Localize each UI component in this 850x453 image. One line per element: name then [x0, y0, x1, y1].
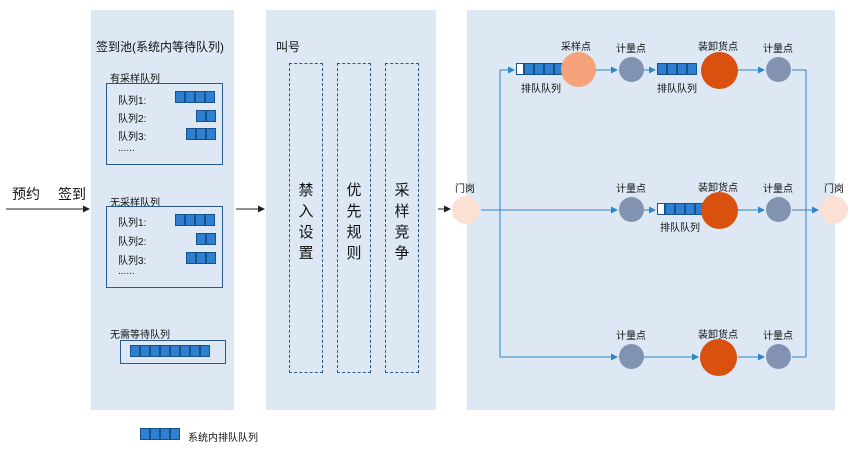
unload-label-1: 装卸货点	[698, 42, 738, 53]
unload-queue-2	[665, 203, 705, 215]
gate-left-node	[452, 196, 480, 224]
unsampled-row-2: 队列2:	[118, 237, 147, 248]
unload-queue-2-label: 排队队列	[660, 223, 700, 234]
no-wait-queue-title: 无需等待队列	[110, 330, 170, 341]
sampled-row-1: 队列1:	[118, 96, 147, 107]
legend-queue-swatch	[140, 428, 180, 440]
pool-title: 签到池(系统内等待队列)	[96, 40, 224, 54]
weigh-label-2: 计量点	[763, 44, 793, 55]
call-col-sampling-label: 采样竞争	[394, 182, 410, 262]
call-col-ban-box	[289, 63, 323, 373]
unload-node-1	[701, 52, 738, 89]
call-col-priority-label: 优先规则	[346, 182, 362, 262]
sampling-queue-label: 排队队列	[521, 84, 561, 95]
gate-left-label: 门岗	[455, 184, 475, 195]
sampled-queue-1	[175, 91, 215, 103]
gate-right-label: 门岗	[824, 184, 844, 195]
unsampled-queue-3	[186, 252, 216, 264]
sampled-row-2: 队列2:	[118, 114, 147, 125]
sampling-point-node	[561, 52, 596, 87]
unload-label-2: 装卸货点	[698, 183, 738, 194]
legend-label: 系统内排队队列	[188, 433, 258, 444]
no-wait-queue	[130, 345, 210, 357]
weigh-node-4	[766, 197, 791, 222]
call-col-sampling-box	[385, 63, 419, 373]
call-title: 叫号	[276, 40, 301, 54]
unload-queue-1-label: 排队队列	[657, 84, 697, 95]
unload-queue-2-slot	[657, 203, 665, 215]
call-panel	[266, 10, 436, 410]
sampled-queue-2	[196, 110, 216, 122]
gate-right-node	[820, 196, 848, 224]
unload-queue-1	[657, 63, 697, 75]
weigh-label-3: 计量点	[616, 184, 646, 195]
unsampled-queue-2	[196, 233, 216, 245]
weigh-label-5: 计量点	[616, 331, 646, 342]
weigh-node-6	[766, 344, 791, 369]
sampled-row-more: ......	[118, 143, 135, 154]
sampled-queue-title: 有采样队列	[110, 74, 160, 85]
sampling-queue	[524, 63, 564, 75]
call-col-ban-label: 禁入设置	[298, 182, 314, 262]
weigh-node-1	[619, 57, 644, 82]
weigh-node-3	[619, 197, 644, 222]
sampled-row-3: 队列3:	[118, 132, 147, 143]
checkin-label: 签到	[58, 186, 86, 202]
weigh-label-1: 计量点	[616, 44, 646, 55]
unsampled-queue-1	[175, 214, 215, 226]
unsampled-queue-title: 无采样队列	[110, 198, 160, 209]
unload-node-3	[700, 339, 737, 376]
sampled-queue-3	[186, 128, 216, 140]
unsampled-row-1: 队列1:	[118, 218, 147, 229]
sampling-queue-slot	[516, 63, 524, 75]
unsampled-row-more: ......	[118, 266, 135, 277]
weigh-node-5	[619, 344, 644, 369]
call-col-priority-box	[337, 63, 371, 373]
unsampled-row-3: 队列3:	[118, 256, 147, 267]
weigh-node-2	[766, 57, 791, 82]
appointment-label: 预约	[12, 186, 40, 202]
sampling-point-label: 采样点	[561, 42, 591, 53]
unload-node-2	[701, 192, 738, 229]
weigh-label-4: 计量点	[763, 184, 793, 195]
weigh-label-6: 计量点	[763, 331, 793, 342]
unload-label-3: 装卸货点	[698, 330, 738, 341]
